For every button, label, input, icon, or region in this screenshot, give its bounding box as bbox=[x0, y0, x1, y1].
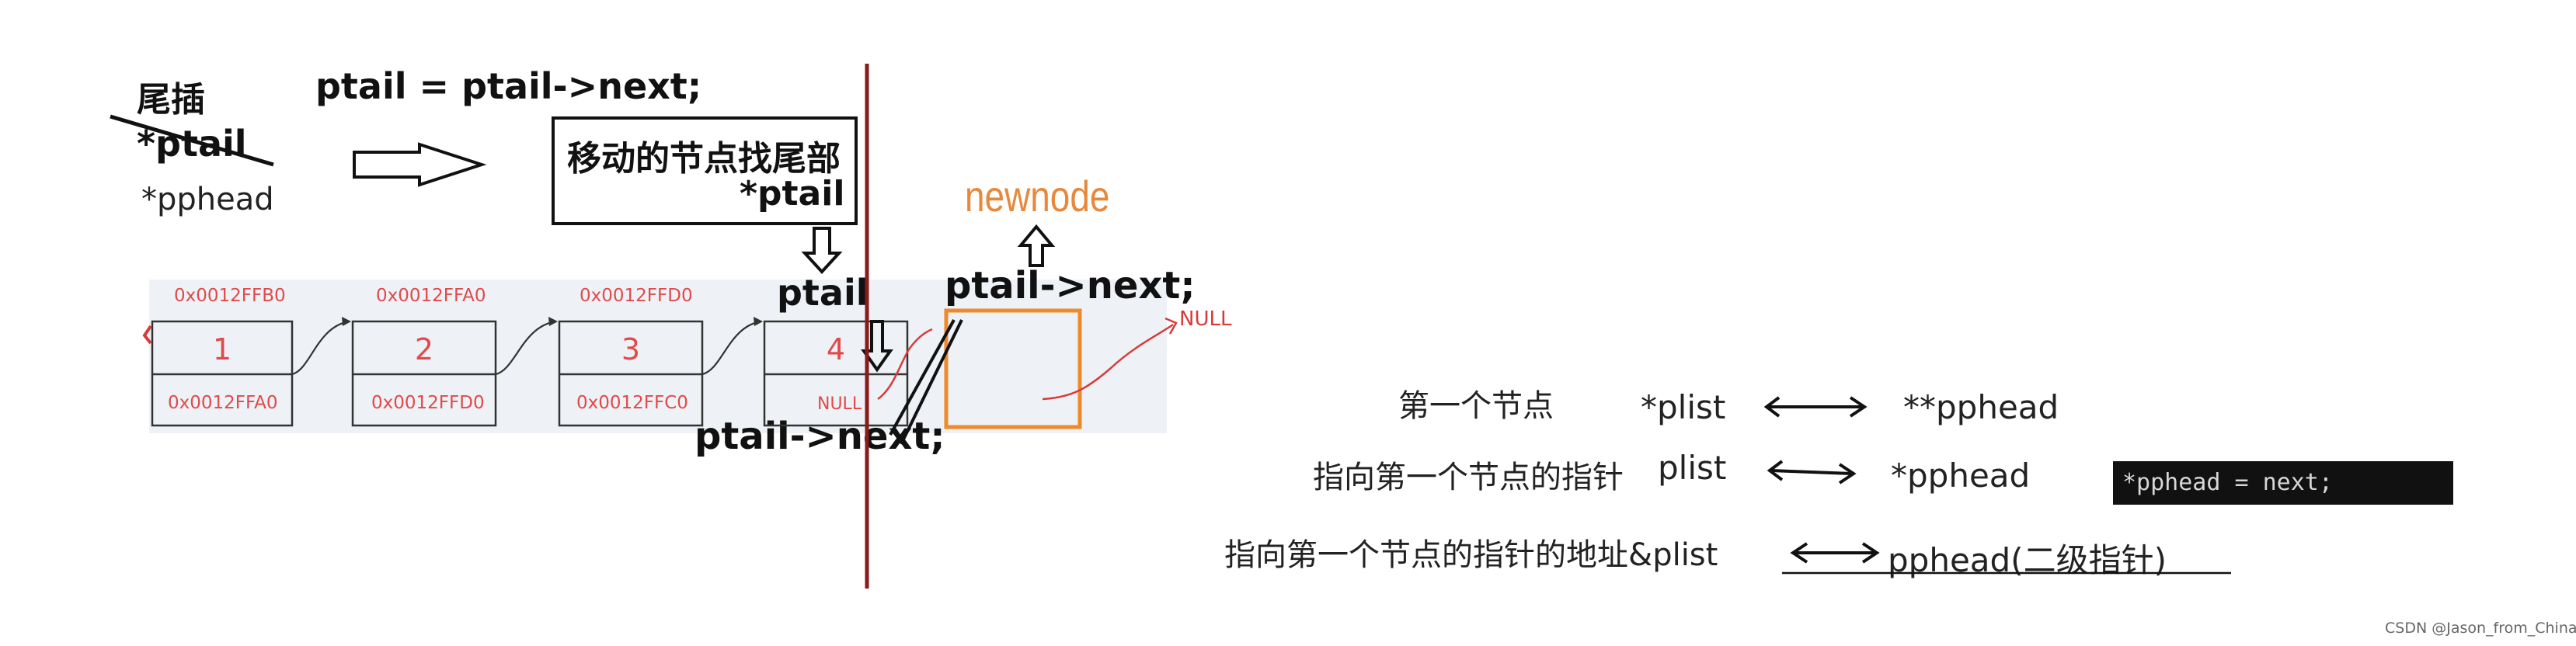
node-value: 4 bbox=[826, 332, 846, 366]
hollow-up-arrow-newnode bbox=[1017, 224, 1056, 267]
redirect-stroke-2 bbox=[889, 319, 956, 436]
ptail-above-label: ptail bbox=[777, 272, 869, 314]
red-link-node4 bbox=[877, 328, 933, 401]
node-addr-top: 0x0012FFB0 bbox=[174, 286, 286, 306]
watermark: CSDN @Jason_from_China bbox=[2385, 620, 2576, 637]
diagram-title: 尾插 bbox=[137, 80, 205, 120]
command-text: ptail = ptail->next; bbox=[315, 65, 702, 107]
deref-pphead-label: *pphead bbox=[1891, 457, 2031, 495]
first-node-label: 第一个节点 bbox=[1398, 388, 1554, 424]
ptail-next-right-label: ptail->next; bbox=[945, 264, 1196, 307]
node-value: 2 bbox=[414, 332, 434, 366]
link-arrowhead-2 bbox=[548, 317, 558, 326]
hollow-right-arrow bbox=[353, 142, 487, 187]
hollow-down-arrow-next bbox=[861, 320, 893, 373]
node-null-cell: NULL bbox=[817, 394, 862, 414]
newnode-label: newnode bbox=[965, 172, 1110, 221]
newnode-box bbox=[944, 308, 1082, 429]
tail-search-ptail: *ptail bbox=[740, 174, 845, 214]
double-arrow-row3 bbox=[1790, 542, 1880, 564]
node-addr-bottom: 0x0012FFC0 bbox=[576, 393, 688, 413]
tail-search-label: 移动的节点找尾部 bbox=[567, 139, 841, 179]
pphead-label: *pphead bbox=[141, 182, 274, 217]
double-deref-pphead-label: **pphead bbox=[1903, 388, 2059, 426]
link-arrowhead-3 bbox=[754, 317, 763, 326]
red-link-null bbox=[1042, 323, 1174, 401]
code-snippet: *pphead = next; bbox=[2113, 461, 2453, 505]
plist-label: plist bbox=[1658, 449, 1727, 487]
tail-search-box bbox=[552, 116, 858, 225]
node-addr-bottom: 0x0012FFD0 bbox=[371, 393, 485, 413]
newnode-null-label: NULL bbox=[1179, 307, 1232, 331]
pointer-address-label: 指向第一个节点的指针的地址&plist bbox=[1224, 530, 1718, 575]
deref-plist-label: *plist bbox=[1641, 388, 1726, 426]
node-value: 1 bbox=[212, 332, 232, 366]
link-arrowhead-1 bbox=[342, 317, 351, 326]
address-of-plist: &plist bbox=[1628, 537, 1718, 573]
hollow-down-arrow-ptail bbox=[801, 227, 843, 274]
node-addr-top: 0x0012FFD0 bbox=[580, 286, 693, 306]
double-arrow-row2 bbox=[1767, 460, 1857, 484]
redirect-stroke-1 bbox=[900, 319, 963, 445]
head-fragment bbox=[142, 325, 152, 345]
node-value: 3 bbox=[621, 332, 641, 366]
code-text: *pphead = next; bbox=[2122, 469, 2333, 496]
list-panel bbox=[149, 280, 1167, 433]
node-addr-bottom: 0x0012FFA0 bbox=[168, 393, 278, 413]
node-addr-top: 0x0012FFA0 bbox=[376, 286, 486, 306]
link-arrow-1 bbox=[291, 320, 350, 376]
pointer-label: 指向第一个节点的指针 bbox=[1313, 460, 1624, 495]
strike-line bbox=[110, 114, 274, 167]
pointer-address-text: 指向第一个节点的指针的地址 bbox=[1224, 537, 1628, 573]
link-arrow-3 bbox=[701, 320, 762, 376]
double-arrow-row1 bbox=[1763, 396, 1868, 418]
null-arrowhead bbox=[1164, 317, 1178, 335]
link-arrow-2 bbox=[495, 320, 557, 376]
